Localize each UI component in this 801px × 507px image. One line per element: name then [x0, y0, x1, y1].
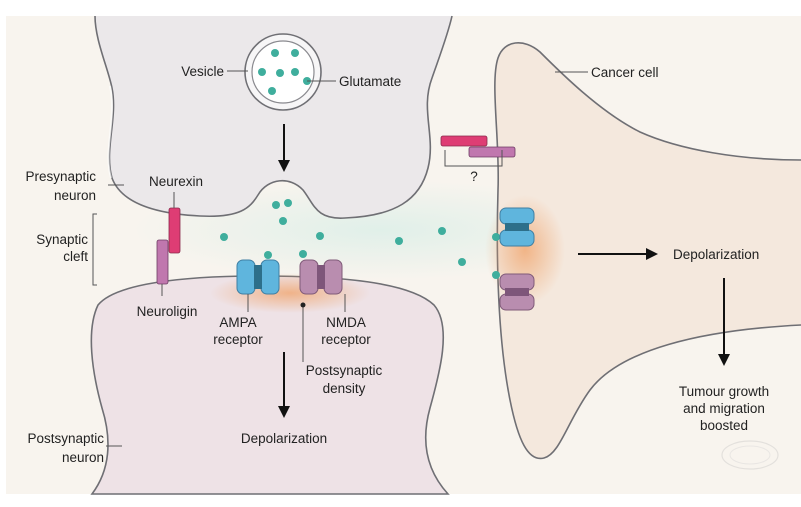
cancer-nmda-receptor — [499, 273, 535, 311]
ampa-receptor — [236, 259, 280, 295]
label-depolarization-post: Depolarization — [241, 431, 327, 446]
presynaptic-neuron — [94, 15, 453, 219]
glutamate-molecule — [220, 233, 228, 241]
label-question: ? — [470, 169, 478, 184]
label-neurexin: Neurexin — [149, 174, 203, 189]
label-nmda-line1: NMDA — [326, 315, 366, 330]
watermark-logo — [721, 440, 779, 470]
label-postsynaptic-line1: Postsynaptic — [27, 431, 104, 446]
glutamate-molecule — [438, 227, 446, 235]
label-tumour-line2: and migration — [683, 401, 765, 416]
label-glutamate: Glutamate — [339, 74, 401, 89]
label-vesicle: Vesicle — [181, 64, 224, 79]
cancer-neuroligin-protein — [468, 146, 516, 158]
glutamate-molecule — [268, 87, 276, 95]
glutamate-molecule — [279, 217, 287, 225]
nmda-receptor — [299, 259, 343, 295]
psd-leader-dot — [300, 302, 306, 308]
release-arrow-head — [278, 160, 290, 172]
neurexin-protein — [168, 207, 181, 254]
label-psd-line2: density — [323, 381, 366, 396]
label-tumour-line3: boosted — [700, 418, 748, 433]
glutamate-molecule — [271, 49, 279, 57]
label-ampa-line1: AMPA — [219, 315, 256, 330]
label-cancer-cell: Cancer cell — [591, 65, 659, 80]
glutamate-molecule — [272, 201, 280, 209]
tumour-arrow-head — [718, 354, 730, 366]
postsynaptic-depolarization-arrow-head — [278, 406, 290, 418]
cancer-ampa-receptor — [499, 207, 535, 247]
label-presynaptic-line1: Presynaptic — [25, 169, 96, 184]
label-presynaptic-line2: neuron — [54, 188, 96, 203]
label-tumour-line1: Tumour growth — [679, 384, 769, 399]
cleft-bracket — [92, 213, 97, 286]
cancer-neurexin-protein — [440, 135, 488, 147]
cancer-depolarization-arrow-head — [646, 248, 658, 260]
glutamate-molecule — [276, 69, 284, 77]
neuroligin-protein — [156, 239, 169, 285]
glutamate-molecule — [458, 258, 466, 266]
glutamate-molecule — [291, 68, 299, 76]
glutamate-molecule — [395, 237, 403, 245]
unknown-bracket — [444, 150, 503, 167]
label-nmda-line2: receptor — [321, 332, 371, 347]
label-ampa-line2: receptor — [213, 332, 263, 347]
presynaptic-highlight — [107, 85, 114, 179]
label-neuroligin: Neuroligin — [137, 304, 198, 319]
glutamate-molecule — [316, 232, 324, 240]
label-psd-line1: Postsynaptic — [306, 363, 383, 378]
label-synaptic-cleft-line2: cleft — [63, 249, 88, 264]
glutamate-molecule — [284, 199, 292, 207]
glutamate-molecule — [492, 233, 500, 241]
label-depolarization-cancer: Depolarization — [673, 247, 759, 262]
glutamate-molecule — [492, 271, 500, 279]
label-synaptic-cleft-line1: Synaptic — [36, 232, 88, 247]
glutamate-molecule — [299, 250, 307, 258]
glutamate-molecule — [291, 49, 299, 57]
cleft-glutamate-group — [220, 199, 500, 279]
glutamate-molecule — [264, 251, 272, 259]
label-postsynaptic-line2: neuron — [62, 450, 104, 465]
glutamate-molecule — [258, 68, 266, 76]
postsynaptic-density — [210, 273, 370, 313]
